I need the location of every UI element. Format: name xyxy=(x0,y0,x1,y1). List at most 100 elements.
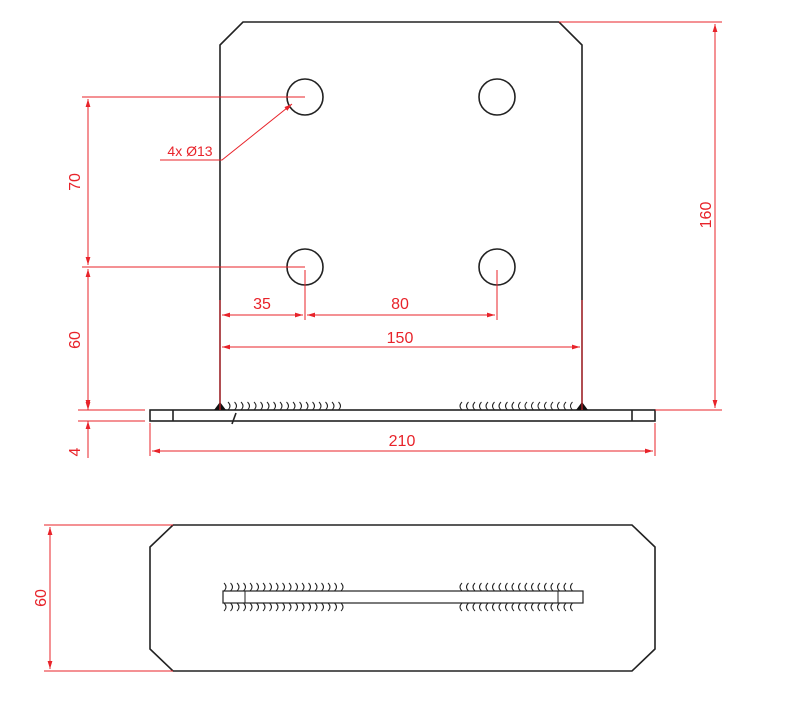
weld-ripple xyxy=(505,582,508,592)
weld-ripple xyxy=(227,401,231,411)
weld-ripple xyxy=(325,401,328,411)
weld-ripple xyxy=(288,602,292,612)
dim-label-210: 210 xyxy=(389,433,416,450)
weld-ripple xyxy=(524,582,528,592)
weld-ripple xyxy=(524,602,528,612)
weld-ripple xyxy=(537,401,541,411)
weld-ripple xyxy=(243,582,246,592)
weld-ripple xyxy=(230,582,233,592)
weld-break-mark xyxy=(231,412,237,425)
weld-seam-front xyxy=(227,401,573,411)
weld-ripple xyxy=(321,582,324,592)
weld-ripple xyxy=(485,582,489,592)
weld-ripple xyxy=(544,602,547,612)
weld-ripple xyxy=(334,582,337,592)
weld-ripple xyxy=(301,582,305,592)
weld-ripple xyxy=(275,602,279,612)
weld-ripple xyxy=(492,401,495,411)
weld-ripple xyxy=(305,401,309,411)
weld-ripple xyxy=(544,582,547,592)
base-plate xyxy=(149,409,656,422)
weld-ripple xyxy=(479,401,482,411)
weld-ripple xyxy=(256,602,259,612)
weld-ripple xyxy=(243,602,246,612)
weld-ripple xyxy=(563,582,567,592)
weld-ripple xyxy=(260,401,263,411)
dim-label-60-top: 60 xyxy=(33,589,50,607)
weld-ripple xyxy=(563,602,567,612)
weld-ripple xyxy=(269,602,272,612)
weld-ripple xyxy=(340,602,344,612)
weld-ripple xyxy=(485,602,489,612)
weld-ripple xyxy=(253,401,257,411)
weld-ripple xyxy=(531,602,534,612)
weld-ripple xyxy=(570,401,573,411)
weld-ripple xyxy=(286,401,289,411)
hole-callout-leader xyxy=(160,103,293,161)
weld-ripple xyxy=(518,602,521,612)
dim-label-80: 80 xyxy=(391,296,409,313)
weld-ripple xyxy=(472,401,476,411)
weld-ripple xyxy=(327,602,331,612)
weld-ripple xyxy=(275,582,279,592)
weld-ripple xyxy=(282,582,285,592)
weld-ripple xyxy=(288,582,292,592)
weld-ripple xyxy=(498,401,502,411)
weld-ripple xyxy=(498,602,502,612)
weld-ripple xyxy=(459,602,463,612)
front-view xyxy=(149,21,656,425)
weld-ripple xyxy=(492,582,495,592)
weld-ripple xyxy=(249,602,253,612)
dim-label-70: 70 xyxy=(67,173,84,191)
weld-ripple xyxy=(331,401,335,411)
weld-ripple xyxy=(505,401,508,411)
weld-ripple xyxy=(472,582,476,592)
weld-ripple xyxy=(570,582,573,592)
weld-ripple xyxy=(318,401,322,411)
weld-ripple xyxy=(240,401,244,411)
weld-ripple xyxy=(273,401,276,411)
top-view-dimensions: 60 xyxy=(33,524,173,672)
weld-ripple xyxy=(295,602,298,612)
weld-ripple xyxy=(223,582,227,592)
weld-ripple xyxy=(279,401,283,411)
dim-label-35: 35 xyxy=(253,296,271,313)
weld-ripple xyxy=(466,401,469,411)
weld-ripple xyxy=(299,401,302,411)
weld-ripple xyxy=(524,401,528,411)
weld-ripple xyxy=(327,582,331,592)
weld-ripple xyxy=(472,602,476,612)
dim-label-4: 4 xyxy=(67,447,84,456)
weld-ripple xyxy=(230,602,233,612)
weld-ripple xyxy=(292,401,296,411)
weld-ripple xyxy=(518,582,521,592)
weld-ripple xyxy=(518,401,521,411)
weld-seam-top xyxy=(223,582,573,612)
dim-label-160: 160 xyxy=(698,202,715,229)
front-view-dimensions: 160 70 60 4 35 80 150 210 4x Ø13 xyxy=(67,21,722,458)
weld-ripple xyxy=(479,582,482,592)
vertical-plate-outline xyxy=(219,21,583,410)
hole-callout-label: 4x Ø13 xyxy=(167,143,212,159)
weld-ripple xyxy=(531,401,534,411)
weld-ripple xyxy=(308,602,311,612)
weld-ripple xyxy=(570,602,573,612)
weld-ripple xyxy=(459,582,463,592)
weld-ripple xyxy=(236,602,240,612)
weld-ripple xyxy=(466,602,469,612)
weld-ripple xyxy=(550,401,554,411)
weld-ripple xyxy=(262,582,266,592)
weld-ripple xyxy=(269,582,272,592)
weld-ripple xyxy=(505,602,508,612)
weld-ripple xyxy=(266,401,270,411)
weld-ripple xyxy=(492,602,495,612)
weld-ripple xyxy=(312,401,315,411)
weld-ripple xyxy=(537,582,541,592)
weld-ripple xyxy=(511,401,515,411)
weld-ripple xyxy=(550,582,554,592)
weld-ripple xyxy=(262,602,266,612)
weld-ripple xyxy=(485,401,489,411)
weld-ripple xyxy=(511,602,515,612)
weld-ripple xyxy=(314,602,318,612)
